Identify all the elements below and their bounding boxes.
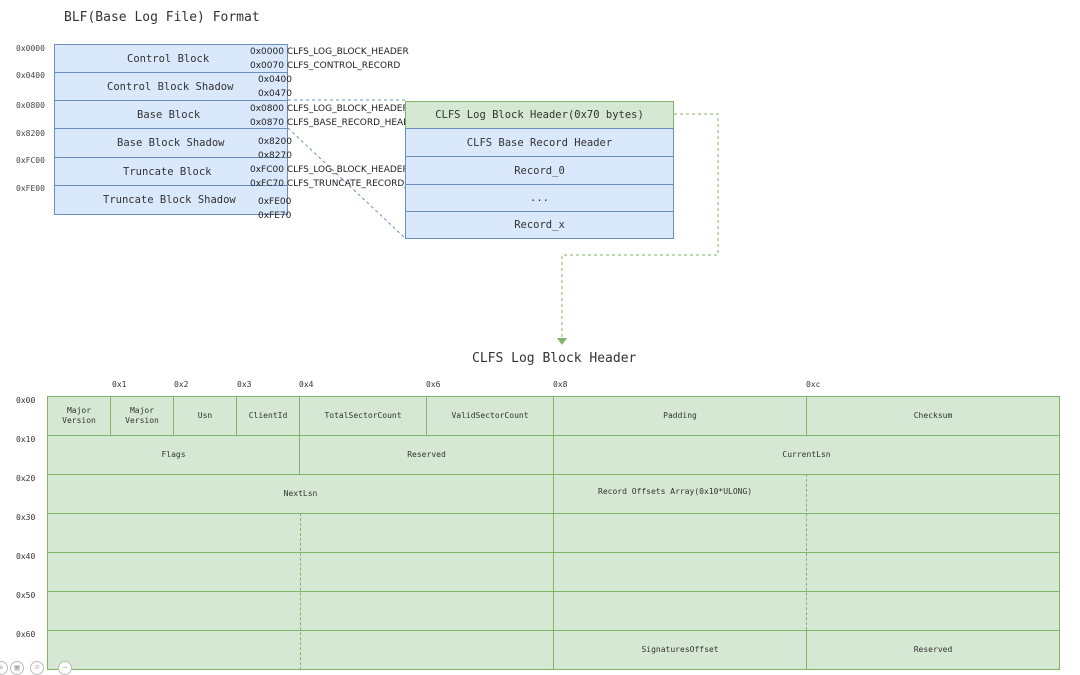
row-offset: 0x00: [16, 396, 36, 405]
column-tick: 0x6: [426, 380, 441, 389]
field-reserved: Reserved: [299, 435, 554, 475]
blf-block-base-shadow: Base Block Shadow: [54, 128, 288, 158]
blf-offset: 0x0800: [16, 101, 45, 110]
base-block-log-header-row: CLFS Log Block Header(0x70 bytes): [405, 101, 674, 129]
blf-annotation: 0x8200: [258, 137, 292, 147]
field-client-id: ClientId: [236, 396, 300, 436]
blf-block-control: Control Block: [54, 44, 288, 73]
blf-block-control-shadow: Control Block Shadow: [54, 72, 288, 101]
blf-annotation: 0xFE00: [258, 197, 292, 207]
row-offset: 0x10: [16, 435, 36, 444]
field-current-lsn: CurrentLsn: [553, 435, 1060, 475]
blf-annotation: 0xFC00 CLFS_LOG_BLOCK_HEADER: [250, 165, 409, 175]
search-icon[interactable]: ⌕: [30, 661, 44, 675]
column-tick: 0x3: [237, 380, 252, 389]
base-block-record-header-row: CLFS Base Record Header: [405, 128, 674, 157]
field-reserved: Reserved: [806, 630, 1060, 670]
fit-icon[interactable]: ▣: [10, 661, 24, 675]
dashed-divider: [300, 513, 301, 670]
base-block-record-row: Record_0: [405, 156, 674, 185]
field-major-version: Major Version: [47, 396, 111, 436]
column-tick: 0xc: [806, 380, 821, 389]
dashed-divider: [806, 474, 807, 630]
base-block-record-row: Record_x: [405, 211, 674, 239]
blf-offset: 0x8200: [16, 129, 45, 138]
field-signatures-offset: SignaturesOffset: [553, 630, 807, 670]
zoom-out-icon[interactable]: −: [58, 661, 72, 675]
header-table-title: CLFS Log Block Header: [472, 351, 637, 366]
row-offset: 0x60: [16, 630, 36, 639]
column-tick: 0x4: [299, 380, 314, 389]
field-valid-sector-count: ValidSectorCount: [426, 396, 554, 436]
blf-annotation: 0xFE70: [258, 211, 292, 221]
blf-annotation: 0x8270: [258, 151, 292, 161]
column-tick: 0x8: [553, 380, 568, 389]
blf-annotation: 0x0000 CLFS_LOG_BLOCK_HEADER: [250, 47, 409, 57]
blf-block-truncate: Truncate Block: [54, 157, 288, 186]
row-offset: 0x30: [16, 513, 36, 522]
blf-offset: 0x0400: [16, 71, 45, 80]
blf-offset: 0xFE00: [16, 184, 45, 193]
field-total-sector-count: TotalSectorCount: [299, 396, 427, 436]
blf-offset: 0xFC00: [16, 156, 45, 165]
column-tick: 0x1: [112, 380, 127, 389]
row-offset: 0x20: [16, 474, 36, 483]
blf-annotation: 0x0870 CLFS_BASE_RECORD_HEADER: [250, 118, 423, 128]
blf-annotation: 0xFC70 CLFS_TRUNCATE_RECORD_HEADER: [250, 179, 447, 189]
field-checksum: Checksum: [806, 396, 1060, 436]
blf-block-truncate-shadow: Truncate Block Shadow: [54, 185, 288, 215]
column-tick: 0x2: [174, 380, 189, 389]
blf-annotation: 0x0400: [258, 75, 292, 85]
base-block-ellipsis-row: ...: [405, 184, 674, 212]
field-next-lsn: NextLsn: [47, 474, 554, 514]
blf-offset: 0x0000: [16, 44, 45, 53]
row-offset: 0x50: [16, 591, 36, 600]
field-padding: Padding: [553, 396, 807, 436]
field-usn: Usn: [173, 396, 237, 436]
field-major-version: Major Version: [110, 396, 174, 436]
blf-annotation: 0x0470: [258, 89, 292, 99]
row-offset: 0x40: [16, 552, 36, 561]
field-flags: Flags: [47, 435, 300, 475]
blf-title: BLF(Base Log File) Format: [64, 10, 260, 25]
blf-annotation: 0x0800 CLFS_LOG_BLOCK_HEADER: [250, 104, 409, 114]
blf-annotation: 0x0070 CLFS_CONTROL_RECORD: [250, 61, 401, 71]
